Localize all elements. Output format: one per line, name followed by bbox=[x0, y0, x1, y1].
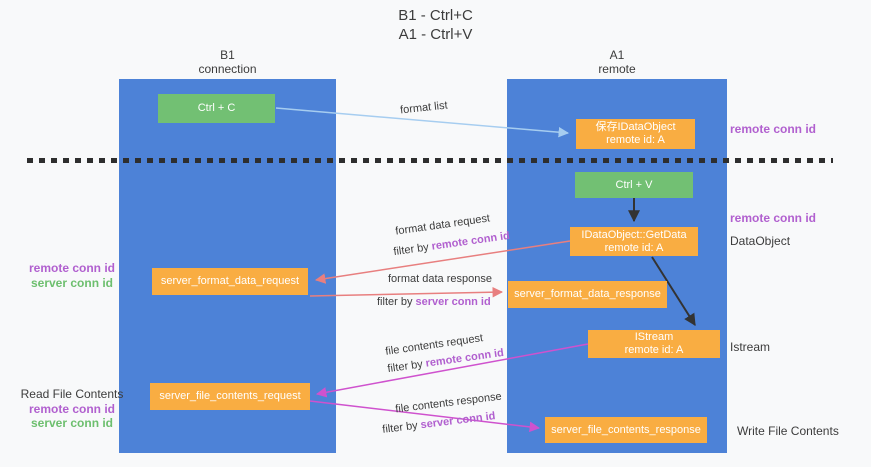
left-server-conn-id-top-label: server conn id bbox=[30, 276, 114, 290]
server-file-contents-request-label: server_file_contents_request bbox=[159, 390, 301, 402]
column-a1-role: remote bbox=[598, 62, 636, 76]
right-remote-conn-id-top-label: remote conn id bbox=[730, 122, 817, 136]
istream-line1: IStream bbox=[634, 331, 674, 343]
write-file-contents-label: Write File Contents bbox=[737, 424, 839, 438]
server-file-contents-response-label: server_file_contents_response bbox=[551, 423, 701, 436]
read-file-contents-label: Read File Contents bbox=[20, 387, 124, 401]
column-b1-name: B1 bbox=[220, 48, 235, 62]
server-conn-id-text: server conn id bbox=[415, 296, 491, 308]
ctrl-v-box: Ctrl + V bbox=[575, 172, 693, 198]
right-remote-conn-id-mid-label: remote conn id bbox=[730, 211, 817, 225]
ctrl-v-label: Ctrl + V bbox=[615, 178, 653, 191]
title-line-1: B1 - Ctrl+C bbox=[398, 7, 473, 24]
server-format-data-request-box: server_format_data_request bbox=[152, 268, 308, 295]
save-dataobject-line2: remote id: A bbox=[606, 134, 665, 146]
server-conn-id-text: server conn id bbox=[419, 410, 497, 432]
server-file-contents-response-box: server_file_contents_response bbox=[545, 417, 707, 443]
left-remote-conn-id-top-label: remote conn id bbox=[28, 261, 115, 275]
istream-line2: remote id: A bbox=[624, 344, 684, 356]
remote-conn-id-text: remote conn id bbox=[430, 229, 511, 253]
getdata-line2: remote id: A bbox=[604, 241, 664, 254]
format-data-response-label: format data response bbox=[388, 273, 492, 285]
title-line-2: A1 - Ctrl+V bbox=[398, 26, 473, 43]
ctrl-c-label: Ctrl + C bbox=[197, 102, 236, 114]
filter-by-text: filter by bbox=[392, 240, 433, 259]
column-b1-role: connection bbox=[198, 62, 257, 76]
getdata-line1: IDataObject::GetData bbox=[581, 228, 687, 241]
istream-box: IStream remote id: A bbox=[588, 330, 720, 358]
column-a1-name: A1 bbox=[609, 48, 625, 62]
save-dataobject-box: 保存IDataObject remote id: A bbox=[576, 119, 695, 149]
server-file-contents-request-box: server_file_contents_request bbox=[150, 383, 310, 410]
column-header-b1: B1 connection bbox=[119, 48, 336, 76]
left-server-conn-id-bottom-label: server conn id bbox=[30, 416, 114, 430]
column-header-a1: A1 remote bbox=[507, 48, 727, 76]
diagram-title: B1 - Ctrl+C A1 - Ctrl+V bbox=[0, 6, 871, 44]
ctrl-c-box: Ctrl + C bbox=[158, 94, 275, 123]
server-format-data-request-label: server_format_data_request bbox=[160, 275, 300, 287]
server-format-data-response-label: server_format_data_response bbox=[514, 288, 661, 300]
dataobject-label: DataObject bbox=[730, 234, 791, 248]
left-remote-conn-id-bottom-label: remote conn id bbox=[28, 402, 115, 416]
filter-by-text: filter by bbox=[381, 419, 422, 436]
idataobject-getdata-box: IDataObject::GetData remote id: A bbox=[570, 227, 698, 256]
save-dataobject-line1: 保存IDataObject bbox=[595, 121, 676, 133]
filter-by-text: filter by bbox=[377, 296, 416, 308]
session-separator-dashed-line bbox=[27, 158, 833, 163]
filter-by-text: filter by bbox=[386, 357, 427, 376]
format-data-response-filter-label: filter by server conn id bbox=[377, 296, 491, 308]
server-format-data-response-box: server_format_data_response bbox=[508, 281, 667, 308]
istream-side-label: Istream bbox=[730, 340, 771, 354]
format-list-label: format list bbox=[399, 99, 449, 117]
